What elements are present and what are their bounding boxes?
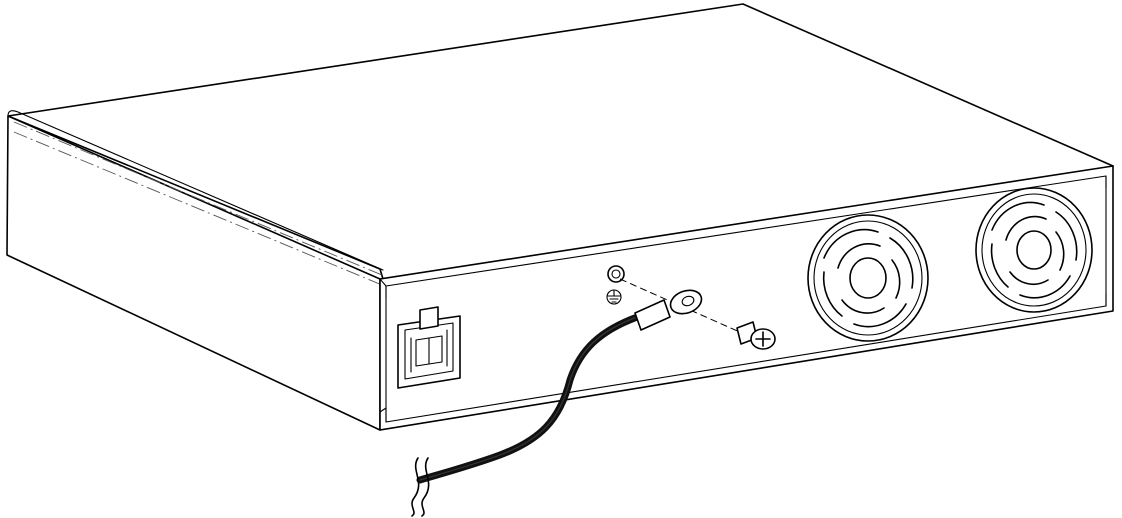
hidden-edge-upper: [13, 121, 383, 276]
fan-left-hub: [849, 257, 887, 299]
ring-lug-eye: [669, 289, 703, 315]
hidden-edge-lower: [13, 131, 383, 286]
power-connector: [397, 306, 461, 389]
fan-left-slot-4: [822, 271, 843, 317]
fan-left-frame: [807, 214, 929, 342]
ring-lug-hole: [681, 295, 695, 307]
fan-right-slot-1: [991, 201, 1045, 231]
fan-left-slot-1: [823, 228, 879, 259]
fan-left-slot-6: [891, 259, 901, 299]
fan-left-slot-5: [837, 243, 881, 269]
fan-right-slot-4: [990, 243, 1009, 288]
fan-right-frame: [975, 187, 1093, 313]
fan-right-slot-6: [1055, 231, 1065, 271]
power-connector-pin-block: [415, 335, 443, 367]
ground-terminal-outer: [607, 265, 625, 283]
fan-right-frame-inner: [981, 193, 1087, 307]
chassis-rear-face: [379, 165, 1114, 431]
ground-screw-cross: [755, 331, 771, 347]
fan-left-frame-inner: [813, 220, 923, 336]
fan-right-hub: [1016, 230, 1052, 270]
ground-symbol-lines: [607, 289, 621, 303]
power-connector-detail: [410, 329, 448, 373]
ground-screw: [736, 321, 776, 350]
ground-cable-highlight: [419, 315, 641, 481]
ring-lug-crimp: [634, 299, 671, 331]
flange-tab-top-left: [379, 278, 387, 299]
fan-right-slot-5: [1005, 215, 1047, 241]
cooling-fan-right: [975, 187, 1093, 313]
fan-left-slot-7: [841, 299, 885, 314]
flange-tab-bottom-left: [379, 407, 387, 423]
cable-break-mark-2: [421, 457, 430, 517]
fan-right-slot-2: [1055, 211, 1078, 261]
fan-left-slot-2: [889, 237, 914, 289]
fan-left-slot-3: [853, 303, 907, 328]
ground-symbol: [606, 289, 622, 305]
cooling-fan-left: [807, 214, 929, 342]
ground-terminal: [607, 265, 625, 283]
ring-lug: [634, 289, 703, 331]
ground-cable: [411, 312, 644, 517]
power-connector-latch: [419, 306, 439, 330]
chassis-housing: [6, 3, 1114, 431]
fan-right-slot-3: [1019, 275, 1071, 299]
chassis-top-edge: [7, 110, 384, 271]
cable-break-mark: [411, 457, 420, 517]
fan-right-slot-7: [1009, 271, 1049, 285]
ground-terminal-inner: [611, 269, 621, 279]
